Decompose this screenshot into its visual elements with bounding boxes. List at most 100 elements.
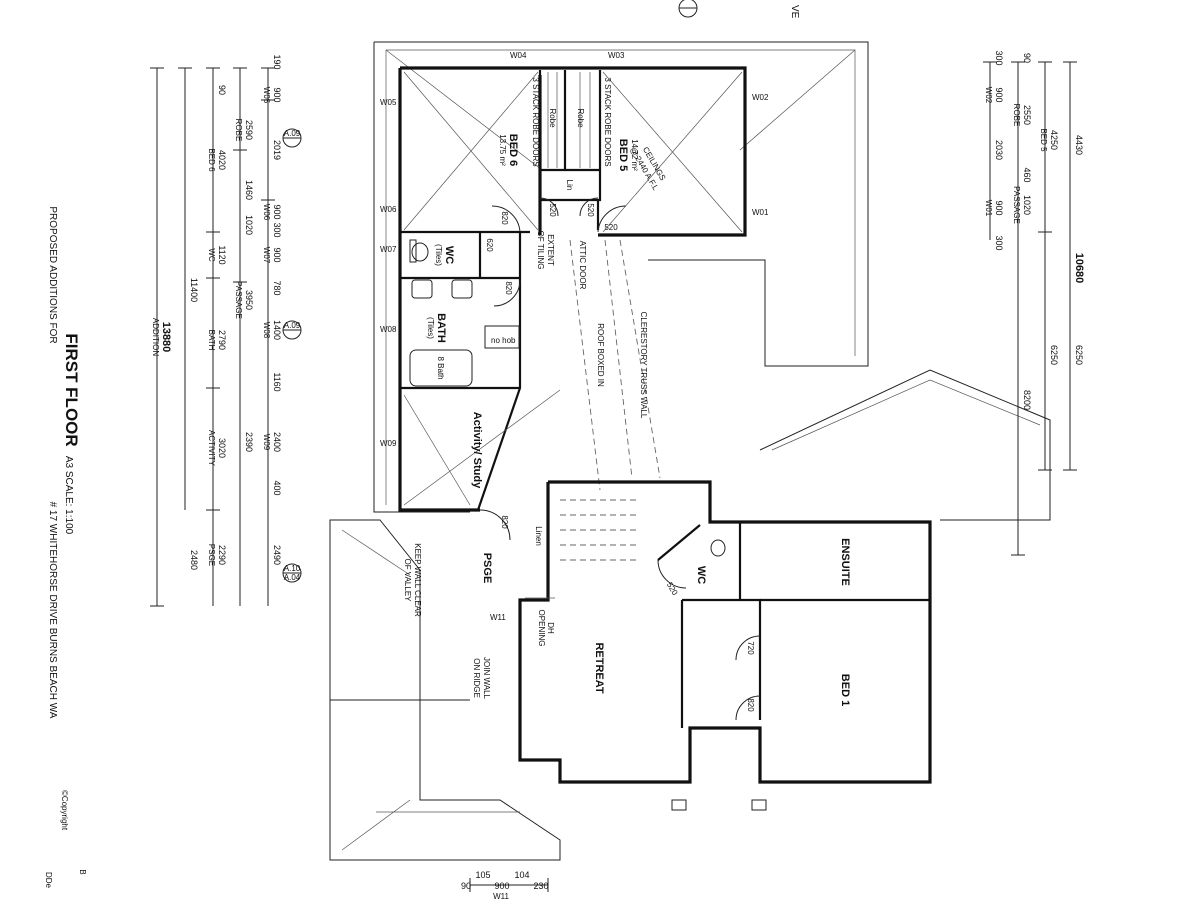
door-swing	[597, 205, 627, 233]
dim-w02: 900	[994, 87, 1004, 102]
dim-780: 780	[272, 280, 282, 295]
window-label: W04	[510, 51, 527, 60]
door-swing	[539, 197, 559, 217]
room-ensuite-label: ENSUITE	[839, 538, 851, 586]
linen-label: Linen	[534, 526, 543, 546]
annotation-join-wall: ON RIDGE	[472, 658, 481, 698]
dim-bottom: 90	[461, 881, 471, 891]
window-label: W02	[752, 93, 769, 102]
room-bed5-label: BED 5	[617, 139, 629, 171]
door-label: 520	[665, 581, 680, 598]
window-label: W06	[380, 205, 397, 214]
dim-190: 190	[272, 54, 282, 69]
door-swing	[657, 559, 687, 589]
bottom-dimensions: 90 105 900 104 230 W11	[461, 870, 549, 900]
section-marker-label: A.09	[284, 321, 301, 330]
dim-w06-label: W06	[262, 204, 271, 221]
door-swing	[735, 695, 761, 721]
dim-passage-right: 1020	[1022, 195, 1032, 215]
dim-bottom-w11: W11	[493, 892, 509, 900]
dim-w05-label: W05	[262, 87, 271, 104]
door-label: 520	[586, 203, 595, 217]
door-swing	[579, 197, 599, 217]
dim-passage-right-label: PASSAGE	[1012, 186, 1021, 224]
room-bed6-label: BED 6	[507, 134, 519, 166]
annotation-clerestory: CLERESTORY TRUSS WALL	[639, 312, 648, 419]
dim-bottom: 104	[514, 870, 529, 880]
dim-400: 400	[272, 480, 282, 495]
door-label: 620	[485, 238, 494, 252]
dim-6250b: 6250	[1049, 345, 1059, 365]
annotation-extent-tiling: OF TILING	[536, 231, 545, 270]
room-bath-label: BATH	[435, 313, 447, 343]
annotation-dh: DH	[546, 622, 555, 634]
upper-wing	[398, 66, 747, 541]
edge-mark: B	[78, 869, 87, 874]
dim-1160: 1160	[272, 372, 282, 391]
window-label: W11	[490, 613, 506, 622]
annotations: 3 STACK ROBE DOORS 3 STACK ROBE DOORS CE…	[403, 5, 800, 700]
drawing-subtitle: PROPOSED ADDITIONS FOR	[47, 206, 58, 343]
section-marker: A.09	[282, 320, 302, 340]
door-label: 820	[746, 698, 755, 712]
section-marker-label: A.10	[284, 564, 301, 573]
dim-w08-label: W08	[262, 322, 271, 339]
annotation-join-wall: JOIN WALL	[482, 657, 491, 699]
dim-2390: 2390	[244, 432, 254, 452]
section-marker-label: A.09	[284, 129, 301, 138]
dim-w08: 1400	[272, 320, 282, 340]
section-marker: A.10 A.04	[282, 563, 302, 583]
dim-overall: 13880	[160, 322, 172, 353]
dim-8200: 8200	[1022, 390, 1032, 410]
dim-passage-label: PASSAGE	[234, 281, 243, 319]
drawing-scale: A3 SCALE: 1:100	[63, 456, 74, 535]
window-label: W01	[752, 208, 769, 217]
dim-end: 2480	[189, 550, 199, 570]
room-wc-label: WC	[443, 246, 455, 264]
room-wc-lower-label: WC	[695, 566, 707, 584]
dim-passage: 3950	[244, 290, 254, 310]
dim-activity: 3020	[217, 438, 227, 458]
dim-bottom: 230	[533, 881, 548, 891]
door-swing	[491, 205, 521, 233]
door-label: 520	[548, 203, 557, 217]
dim-w02-label: W02	[984, 87, 993, 104]
dim-w07: 900	[272, 247, 282, 262]
section-marker	[678, 0, 698, 18]
window-labels: W01 W02 W03 W04 W05 W06 W07 W08 W09 W11	[380, 51, 769, 622]
window-label: W07	[380, 245, 397, 254]
dim-300-right: 300	[994, 50, 1004, 65]
door-labels: 820 820 820 620 520 520 520 720 820 520	[485, 203, 755, 712]
bathtub-label: 8 Bath	[436, 356, 445, 379]
window-label: W08	[380, 325, 397, 334]
door-swing	[479, 509, 511, 541]
dim-1020: 1020	[244, 215, 254, 235]
room-psge-label: PSGE	[481, 553, 493, 584]
toilet-icon	[710, 539, 726, 557]
dim-activity-label: ACTIVITY	[207, 430, 216, 467]
roof-outline	[329, 41, 1051, 861]
door-label: 820	[500, 515, 509, 529]
door-swing	[735, 635, 761, 661]
dim-bed6-label: BED 6	[207, 148, 216, 172]
annotation-dh: OPENING	[537, 610, 546, 647]
window-label: W09	[380, 439, 397, 448]
dim-2019: 2019	[272, 140, 282, 160]
dim-robe-right-label: ROBE	[1012, 104, 1021, 127]
dim-w05: 900	[272, 87, 282, 102]
room-retreat-label: RETREAT	[593, 642, 605, 693]
dim-psge: 2290	[217, 545, 227, 565]
door-label: 520	[604, 223, 618, 232]
room-bed6-area: 13.75 m²	[498, 134, 507, 166]
window-mark	[671, 799, 687, 811]
dim-wc: 1120	[217, 245, 227, 264]
section-marker: A.09	[282, 128, 302, 148]
dim-300-right: 300	[994, 235, 1004, 250]
annotation-no-hob: no hob	[491, 336, 516, 345]
dim-w01-label: W01	[984, 200, 993, 217]
dim-robe-label: ROBE	[234, 119, 243, 142]
room-bath-note: (Tiles)	[426, 317, 435, 339]
dim-2030: 2030	[994, 140, 1004, 160]
annotation-keep-wall: KEEP WALL CLEAR	[413, 543, 422, 617]
dim-300: 300	[272, 222, 282, 237]
